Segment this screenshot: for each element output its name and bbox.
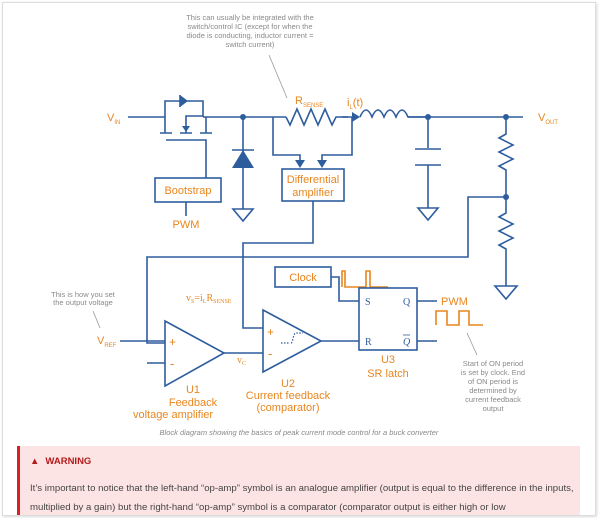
u1-desc: Feedback <box>169 397 218 409</box>
warning-title: ▲ WARNING <box>30 456 91 467</box>
vs-equation: vS=iLRSENSE <box>186 293 232 305</box>
latch-s: S <box>365 297 371 308</box>
svg-text:+: + <box>169 335 176 349</box>
svg-text:current feedback: current feedback <box>465 395 521 404</box>
latch-q: Q <box>403 297 411 308</box>
u1-desc: voltage amplifier <box>133 409 213 421</box>
il-label: iL(t) <box>347 97 363 111</box>
mosfet-switch <box>160 95 212 178</box>
vref-note: the output voltage <box>53 298 113 307</box>
warning-title-text: WARNING <box>45 456 92 467</box>
pwm-output-label: PWM <box>441 296 468 308</box>
u3-label: U3 <box>381 354 395 366</box>
warning-triangle-icon: ▲ <box>30 456 40 467</box>
figure-caption: Block diagram showing the basics of peak… <box>159 428 439 437</box>
feedback-wire <box>146 196 506 344</box>
svg-text:+: + <box>267 325 274 339</box>
feedback-divider <box>146 117 519 344</box>
clock-waveform <box>341 270 388 288</box>
vin-label: VIN <box>107 112 120 126</box>
u2-label: U2 <box>281 378 295 390</box>
note-line: diode is conducting, inductor current = <box>187 31 315 40</box>
ground-icon <box>493 285 519 301</box>
vc-label: vC <box>237 355 246 367</box>
u2-comparator: + - <box>262 308 359 374</box>
bootstrap-label: Bootstrap <box>164 185 211 197</box>
inductor <box>359 109 427 120</box>
output-capacitor <box>415 117 441 222</box>
svg-text:output: output <box>483 404 505 413</box>
buck-converter-diagram: This can usually be integrated with the … <box>51 13 558 421</box>
vref-note: This is how you set <box>51 290 116 299</box>
vout-label: VOUT <box>538 112 558 126</box>
clock-label: Clock <box>289 272 317 284</box>
pwm-input-label: PWM <box>173 219 200 231</box>
current-arrow-icon <box>352 112 360 122</box>
diode-icon <box>232 150 254 168</box>
body-diode-icon <box>180 95 188 107</box>
clock-to-set <box>331 276 359 302</box>
u1-label: U1 <box>186 384 200 396</box>
rsense-resistor <box>285 107 354 127</box>
warning-body: It’s important to notice that the left-h… <box>30 483 574 513</box>
sr-latch-block <box>358 287 418 351</box>
svg-text:-: - <box>170 356 174 371</box>
diff-amp-label: Differential <box>287 174 339 186</box>
latch-r: R <box>365 337 372 348</box>
vref-label: VREF <box>97 335 117 349</box>
warning-callout: ▲ WARNING It’s important to notice that t… <box>17 446 580 515</box>
u2-desc: (comparator) <box>257 402 320 414</box>
note-line: switch/control IC (except for when the <box>187 22 312 31</box>
latch-qbar: Q <box>403 337 411 348</box>
sense-signal-wire <box>242 201 314 329</box>
note-pointer <box>268 54 288 99</box>
svg-text:Start of ON period: Start of ON period <box>463 359 523 368</box>
differential-amplifier-block <box>281 168 345 202</box>
bootstrap-block <box>154 177 222 203</box>
ground-icon <box>416 207 440 222</box>
ground-icon <box>231 208 255 223</box>
svg-text:determined by: determined by <box>469 386 517 395</box>
svg-text:-: - <box>268 346 272 361</box>
note-line: switch current) <box>226 40 275 49</box>
note-line: This can usually be integrated with the <box>186 13 314 22</box>
u3-desc: SR latch <box>367 368 409 380</box>
sense-taps <box>272 117 353 161</box>
diff-amp-label: amplifier <box>292 187 334 199</box>
freewheel-diode <box>231 114 255 223</box>
u1-feedback-amplifier: + - <box>147 319 263 388</box>
integration-note: This can usually be integrated with the … <box>186 13 315 99</box>
pwm-waveform <box>435 310 483 326</box>
u2-desc: Current feedback <box>246 390 331 402</box>
rsense-label: RSENSE <box>295 95 323 109</box>
svg-text:is set by clock. End: is set by clock. End <box>461 368 525 377</box>
svg-text:of ON period is: of ON period is <box>468 377 518 386</box>
hysteresis-icon <box>281 332 303 344</box>
pwm-note: Start of ON period is set by clock. End … <box>461 359 525 413</box>
